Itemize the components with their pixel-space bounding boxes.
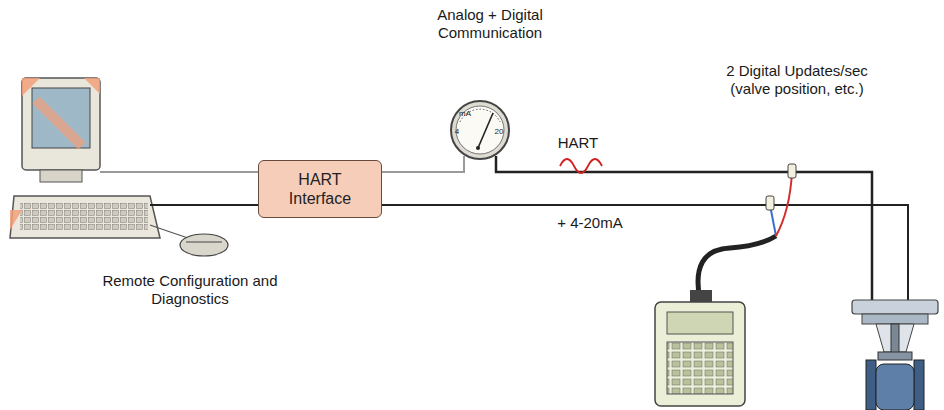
update-note: 2 Digital Updates/sec (valve position, e…: [712, 62, 882, 98]
signal-name: HART: [548, 134, 608, 152]
caption-text: Analog + Digital Communication: [400, 6, 580, 42]
control-valve: [852, 300, 938, 410]
scale-number: 20: [491, 127, 507, 137]
signal-name: + 4-20mA: [540, 214, 640, 232]
unit-text: mA: [455, 109, 475, 119]
caption-text: Remote Configuration and Diagnostics: [90, 272, 290, 308]
scale-number: 4: [451, 127, 463, 137]
computer: [10, 78, 228, 256]
handheld-communicator: [655, 164, 796, 406]
ma-meter: [451, 101, 509, 159]
box-label: HART Interface: [277, 170, 363, 208]
hart-signal: [560, 159, 602, 173]
interface-box: HART Interface: [258, 160, 382, 218]
